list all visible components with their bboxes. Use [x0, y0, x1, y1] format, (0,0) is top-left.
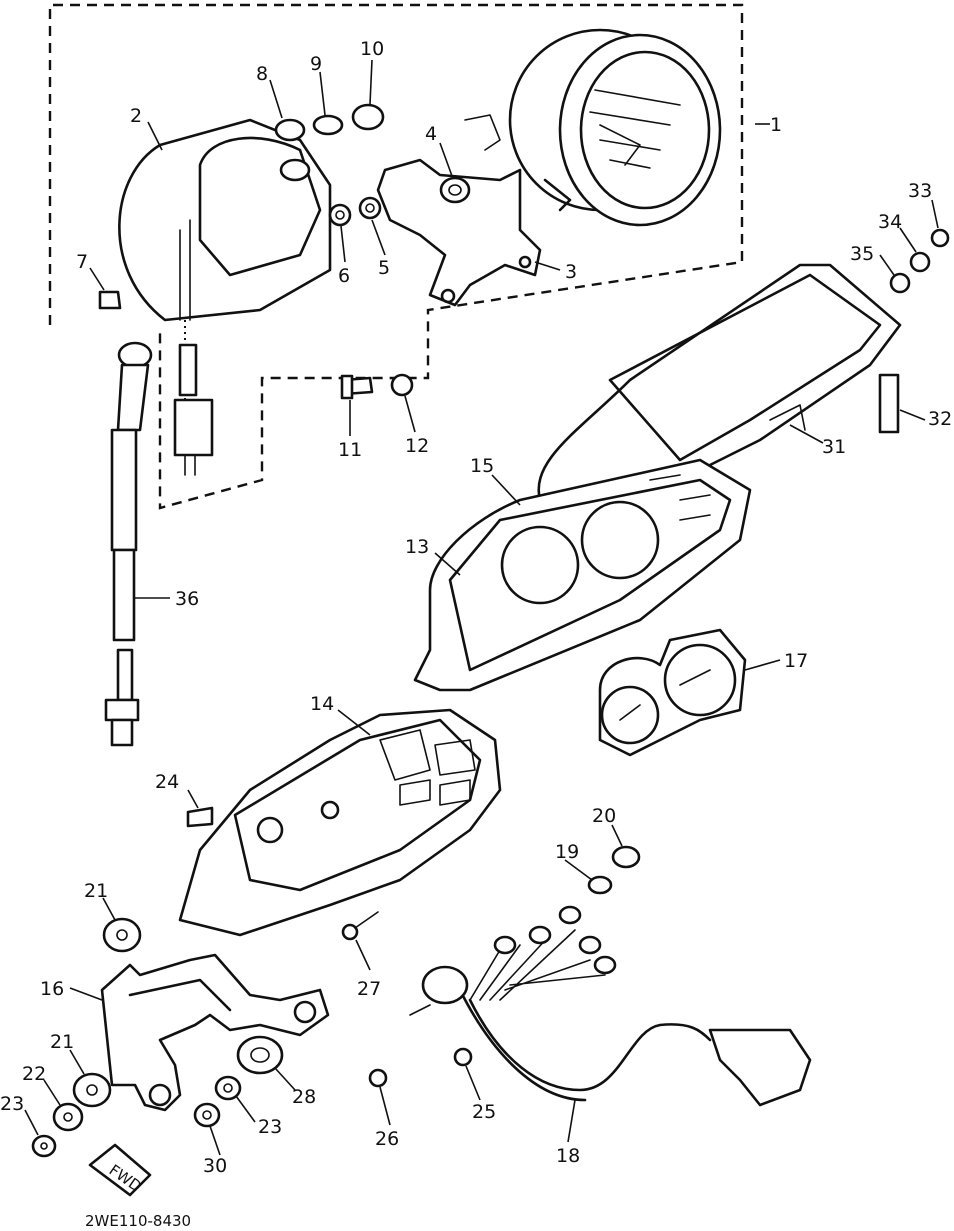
- washer-23a: [31, 1134, 57, 1158]
- callout-16: 16: [40, 978, 64, 1000]
- callout-4: 4: [425, 123, 437, 145]
- callout-27: 27: [357, 978, 381, 1000]
- meter-bracket: [376, 114, 542, 307]
- bulb: [312, 114, 344, 136]
- callout-32: 32: [928, 408, 952, 430]
- wire-harness: [409, 905, 812, 1107]
- washer-23b: [214, 1075, 242, 1101]
- callout-5: 5: [378, 257, 390, 279]
- callout-1: 1: [770, 114, 782, 136]
- washer-6: [328, 203, 352, 227]
- callout-21a: 21: [84, 880, 108, 902]
- assembly-boundary: [48, 3, 744, 510]
- drawing-code: 2WE110-8430: [85, 1212, 191, 1230]
- callout-15: 15: [470, 455, 494, 477]
- washer-22: [52, 1102, 84, 1132]
- grommet: [439, 176, 471, 204]
- nut-30: [193, 1102, 221, 1128]
- callout-24: 24: [155, 771, 179, 793]
- callout-19: 19: [555, 841, 579, 863]
- meter-housing: [413, 458, 752, 692]
- callout-18: 18: [556, 1145, 580, 1167]
- callout-8: 8: [256, 63, 268, 85]
- screw-27: [341, 911, 379, 941]
- screw-33: [930, 228, 950, 248]
- callout-35: 35: [850, 243, 874, 265]
- callout-25: 25: [472, 1101, 496, 1123]
- callout-2: 2: [130, 105, 142, 127]
- meter-case: [178, 708, 502, 937]
- forward-arrow-icon: FWD: [88, 1143, 152, 1197]
- nut-21a: [102, 917, 142, 953]
- washer-5: [358, 196, 382, 220]
- callout-10: 10: [360, 38, 384, 60]
- speedometer-cable: [104, 341, 153, 747]
- bulb-socket: [274, 118, 311, 182]
- callout-30: 30: [203, 1155, 227, 1177]
- grommet-35: [889, 272, 911, 294]
- screw-7: [98, 290, 122, 310]
- bulb-20: [611, 845, 641, 869]
- callout-11: 11: [338, 439, 362, 461]
- bulb-19: [587, 875, 613, 895]
- rubber-32: [878, 373, 900, 434]
- callout-12: 12: [405, 435, 429, 457]
- callout-21b: 21: [50, 1031, 74, 1053]
- screw-25: [453, 1047, 473, 1067]
- callout-36: 36: [175, 588, 199, 610]
- callout-34: 34: [878, 211, 902, 233]
- callout-26: 26: [375, 1128, 399, 1150]
- callout-31: 31: [822, 436, 846, 458]
- callout-33: 33: [908, 180, 932, 202]
- callout-28: 28: [292, 1086, 316, 1108]
- callout-17: 17: [784, 650, 808, 672]
- washer-34: [909, 251, 931, 273]
- tachometer-unit: [598, 628, 747, 757]
- mounting-bracket: [100, 953, 330, 1112]
- callout-14: 14: [310, 693, 334, 715]
- screw-24: [186, 806, 214, 828]
- callout-7: 7: [76, 251, 88, 273]
- screw-26: [368, 1068, 388, 1088]
- leader-lines: [24, 59, 939, 1156]
- cover-connector: [173, 343, 214, 476]
- callout-23a: 23: [0, 1093, 24, 1115]
- callout-22: 22: [22, 1063, 46, 1085]
- bulb-cap: [351, 103, 385, 131]
- collar-28: [236, 1035, 284, 1075]
- meter-cover: [118, 118, 332, 322]
- screw-11: [340, 374, 374, 400]
- callout-9: 9: [310, 53, 322, 75]
- callout-20: 20: [592, 805, 616, 827]
- callout-13: 13: [405, 536, 429, 558]
- washer-12: [390, 373, 414, 397]
- nut-21b: [72, 1072, 112, 1108]
- callout-23b: 23: [258, 1116, 282, 1138]
- callout-3: 3: [565, 261, 577, 283]
- callout-6: 6: [338, 265, 350, 287]
- speedometer-unit: [508, 28, 722, 227]
